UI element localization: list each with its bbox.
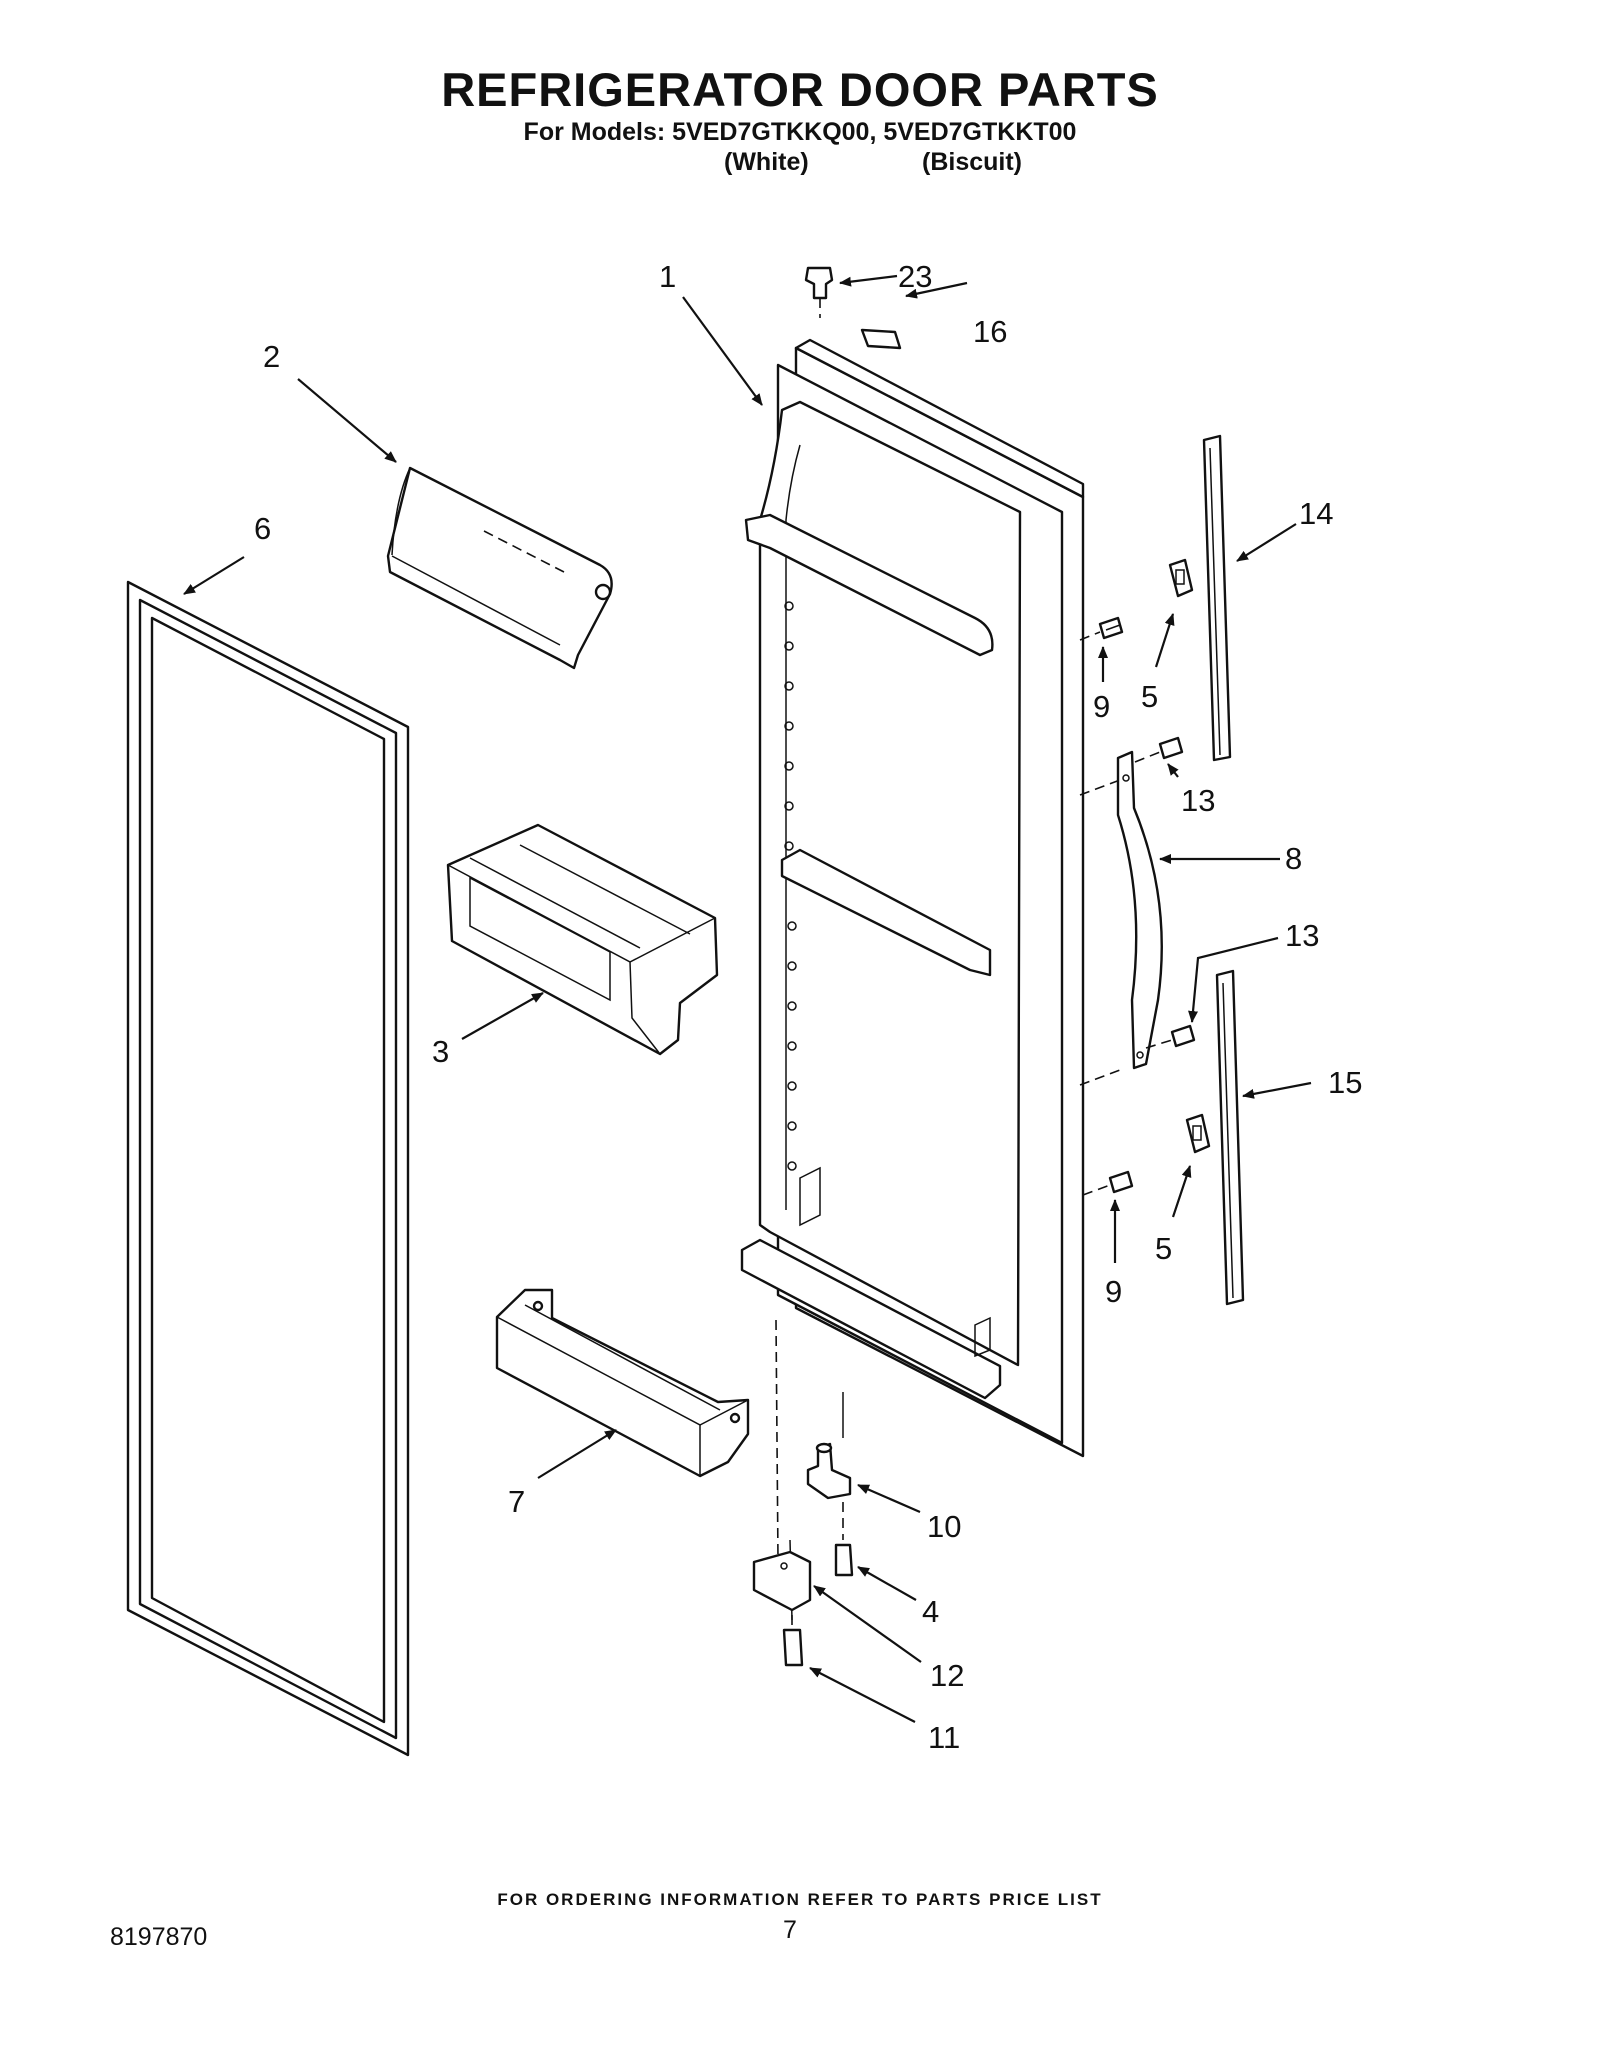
upper-door-trim <box>1202 434 1232 762</box>
callout-13-lower: 13 <box>1285 918 1319 953</box>
door-liner <box>740 338 1085 1458</box>
handle-screw-lower <box>1145 1024 1196 1049</box>
trim-screw-lower <box>1082 1170 1134 1196</box>
callout-9-upper: 9 <box>1093 689 1110 724</box>
hinge-bracket-screw <box>782 1615 804 1667</box>
hinge-pin <box>806 1442 852 1500</box>
callout-7: 7 <box>508 1484 525 1519</box>
ordering-note: FOR ORDERING INFORMATION REFER TO PARTS … <box>497 1890 1103 1909</box>
callout-4: 4 <box>922 1594 939 1629</box>
door-bin <box>446 823 719 1056</box>
door-plug <box>804 266 834 318</box>
callout-5-lower: 5 <box>1155 1231 1172 1266</box>
lower-bin <box>495 1288 750 1478</box>
callout-11: 11 <box>928 1720 960 1755</box>
lower-door-trim <box>1215 969 1245 1306</box>
leader-lines <box>183 274 1312 1723</box>
callout-16: 16 <box>973 314 1007 349</box>
variant-biscuit: (Biscuit) <box>922 148 1022 176</box>
dairy-door <box>386 466 613 670</box>
callout-2: 2 <box>263 339 280 374</box>
callout-3: 3 <box>432 1034 449 1069</box>
door-handle <box>1079 750 1163 1086</box>
callout-1: 1 <box>659 259 676 294</box>
page-number: 7 <box>783 1916 797 1944</box>
callout-12: 12 <box>930 1658 964 1693</box>
trim-screw-upper <box>1079 616 1124 641</box>
callout-10: 10 <box>927 1509 961 1544</box>
trim-clip-lower <box>1185 1113 1211 1154</box>
callout-15: 15 <box>1328 1065 1362 1100</box>
trim-clip-upper <box>1168 558 1194 598</box>
hinge-bracket <box>752 1539 812 1621</box>
callout-23: 23 <box>898 259 932 294</box>
hinge-screw <box>834 1502 854 1577</box>
callout-9-lower: 9 <box>1105 1274 1122 1309</box>
shelf-holes <box>784 601 797 1171</box>
door-label <box>860 328 902 350</box>
callout-numbers: 1 2 3 4 5 5 6 7 8 9 9 10 11 12 13 13 14 … <box>254 259 1362 1755</box>
door-gasket <box>126 580 410 1757</box>
callout-8: 8 <box>1285 841 1302 876</box>
page-title: REFRIGERATOR DOOR PARTS <box>441 63 1159 116</box>
callout-5-upper: 5 <box>1141 679 1158 714</box>
hinge-axis-line <box>775 1319 779 1561</box>
document-number: 8197870 <box>110 1923 208 1951</box>
handle-screw-upper <box>1134 736 1184 763</box>
variant-white: (White) <box>724 148 809 176</box>
callout-6: 6 <box>254 511 271 546</box>
callout-14: 14 <box>1299 496 1333 531</box>
models-line: For Models: 5VED7GTKKQ00, 5VED7GTKKT00 <box>523 118 1077 146</box>
callout-13-upper: 13 <box>1181 783 1215 818</box>
